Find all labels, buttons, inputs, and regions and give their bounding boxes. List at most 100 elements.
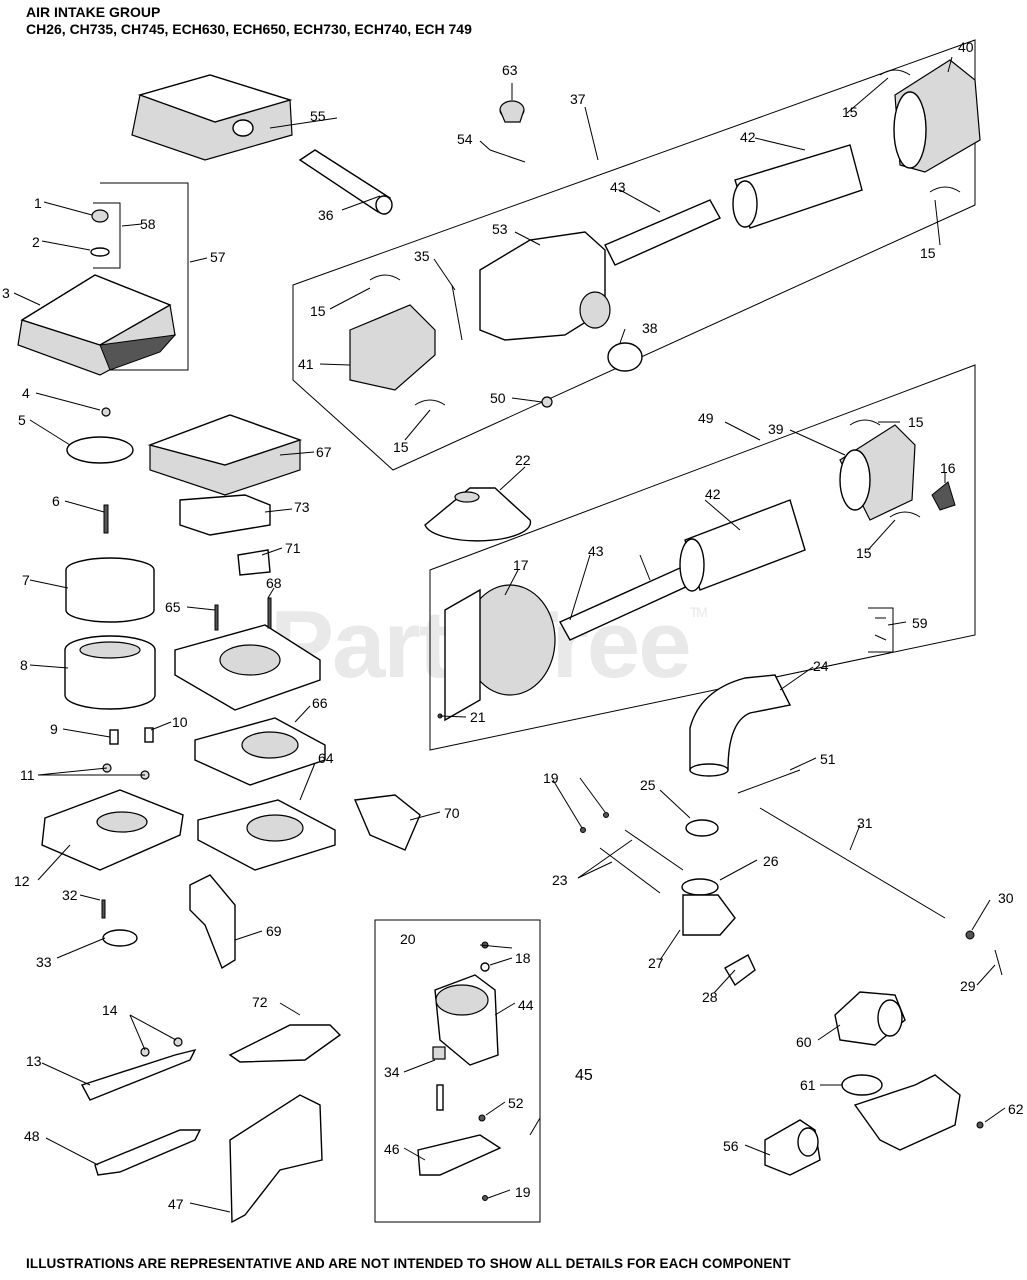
callout-15a: 15 <box>842 104 858 120</box>
callout-20: 20 <box>400 931 416 947</box>
adapter-27 <box>681 878 736 936</box>
bracket-69 <box>189 874 236 970</box>
cap-22 <box>424 487 532 542</box>
screw-4 <box>101 407 111 417</box>
callout-58: 58 <box>140 216 156 232</box>
leader-lines <box>13 56 1006 1213</box>
plate-65 <box>174 624 321 711</box>
callout-73: 73 <box>294 499 310 515</box>
callout-8: 8 <box>20 657 28 673</box>
callout-50: 50 <box>490 390 506 406</box>
callout-23: 23 <box>552 872 568 888</box>
callout-9: 9 <box>50 721 58 737</box>
housing-67 <box>147 414 303 496</box>
callout-57: 57 <box>210 249 226 265</box>
callout-28: 28 <box>702 989 718 1005</box>
callout-43b: 43 <box>588 543 604 559</box>
band-73 <box>179 494 271 536</box>
callout-66: 66 <box>312 695 328 711</box>
bracket-72 <box>228 1024 342 1063</box>
callout-25: 25 <box>640 777 656 793</box>
clip-15e <box>849 419 881 426</box>
bracket-47 <box>229 1094 323 1224</box>
stud-34 <box>432 1046 446 1111</box>
cover-3 <box>17 274 177 376</box>
callout-47: 47 <box>168 1196 184 1212</box>
callout-55: 55 <box>310 108 326 124</box>
cover-41 <box>349 304 436 391</box>
plate-66 <box>194 717 326 786</box>
rod-31 <box>759 807 946 919</box>
callout-42a: 42 <box>740 129 756 145</box>
callout-60: 60 <box>796 1034 812 1050</box>
callout-3: 3 <box>2 285 10 301</box>
clip-15d <box>414 399 446 406</box>
clip-15f <box>889 511 921 518</box>
bracket-13 <box>80 1048 197 1101</box>
seal-5 <box>66 436 134 464</box>
elbow-24 <box>689 674 792 771</box>
callout-7: 7 <box>22 572 30 588</box>
bracket-59 <box>868 607 894 653</box>
callout-5: 5 <box>18 412 26 428</box>
cover-39 <box>839 424 916 521</box>
callout-2: 2 <box>32 234 40 250</box>
callout-49: 49 <box>698 410 714 426</box>
callout-16: 16 <box>940 460 956 476</box>
callout-33: 33 <box>36 954 52 970</box>
oring-33 <box>102 929 138 947</box>
callout-52: 52 <box>508 1095 524 1111</box>
callout-44: 44 <box>518 997 534 1013</box>
group-box-45 <box>374 919 541 1223</box>
callout-56: 56 <box>723 1138 739 1154</box>
callout-43a: 43 <box>610 179 626 195</box>
bracket-48 <box>94 1129 202 1176</box>
group-box-49 <box>429 364 976 751</box>
gasket-70 <box>353 794 421 851</box>
valve-16 <box>931 481 956 511</box>
screw-62 <box>976 1121 984 1129</box>
callout-48: 48 <box>24 1128 40 1144</box>
cover-40 <box>893 59 981 173</box>
callout-14: 14 <box>102 1002 118 1018</box>
callout-69: 69 <box>266 923 282 939</box>
tube-43-upper <box>604 199 721 266</box>
callout-34: 34 <box>384 1064 400 1080</box>
cap-63 <box>499 100 525 123</box>
callout-37: 37 <box>570 91 586 107</box>
title-line-1: AIR INTAKE GROUP <box>26 4 161 20</box>
title-line-2: CH26, CH735, CH745, ECH630, ECH650, ECH7… <box>26 21 472 37</box>
callout-39: 39 <box>768 421 784 437</box>
callout-11: 11 <box>20 767 35 783</box>
clip-15c <box>369 274 401 281</box>
screw-52 <box>478 1114 486 1122</box>
callout-46: 46 <box>384 1141 400 1157</box>
screw-54 <box>489 149 526 163</box>
callout-15c: 15 <box>310 303 326 319</box>
callout-27: 27 <box>648 955 664 971</box>
clip-15a <box>879 69 911 76</box>
callout-54: 54 <box>457 131 473 147</box>
callout-36: 36 <box>318 207 334 223</box>
gasket-35 <box>451 284 463 341</box>
tube-36 <box>298 149 393 215</box>
element-42-upper <box>732 144 863 229</box>
bracket-46 <box>417 1134 502 1176</box>
elbow-60 <box>834 991 906 1046</box>
callout-63: 63 <box>502 62 518 78</box>
callout-15d: 15 <box>393 439 409 455</box>
rod-23a <box>599 847 661 894</box>
callout-21: 21 <box>470 709 486 725</box>
screw-29 <box>994 949 1003 976</box>
callout-59: 59 <box>912 615 928 631</box>
callout-42b: 42 <box>705 486 721 502</box>
callout-68: 68 <box>266 575 282 591</box>
clip-15b <box>929 186 961 193</box>
callout-70: 70 <box>444 805 460 821</box>
callout-15e: 15 <box>908 414 924 430</box>
callout-38: 38 <box>642 320 658 336</box>
element-8 <box>64 635 156 710</box>
callout-65: 65 <box>165 599 181 615</box>
plate-64 <box>197 799 336 871</box>
callout-71: 71 <box>285 540 301 556</box>
